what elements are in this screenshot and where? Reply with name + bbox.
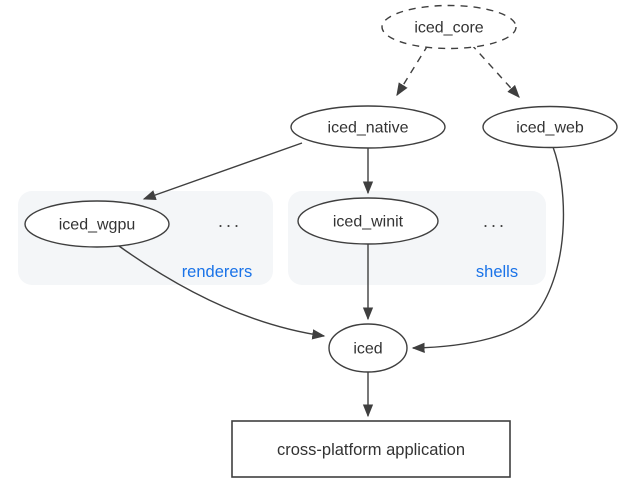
edge-iced_core-iced_web (470, 43, 520, 98)
node-iced-core (381, 4, 517, 50)
edge-iced_wgpu-iced (118, 245, 326, 340)
node-application-box (231, 420, 511, 478)
node-iced (328, 323, 408, 373)
renderers-ellipsis: ... (218, 211, 242, 231)
group-shells-label: shells (476, 263, 518, 281)
edge-iced_native-iced_wgpu (142, 142, 303, 200)
node-iced-label: iced (353, 341, 382, 358)
node-iced-native-label: iced_native (328, 120, 409, 137)
edge-iced_web-iced (411, 146, 565, 353)
node-iced-wgpu-label: iced_wgpu (59, 217, 136, 234)
node-iced-web (482, 105, 618, 149)
node-iced-web-label: iced_web (516, 120, 584, 137)
group-renderers-label: renderers (182, 263, 253, 281)
node-iced-core-label: iced_core (414, 20, 483, 37)
node-iced-wgpu (24, 200, 170, 248)
node-iced-winit-label: iced_winit (333, 214, 404, 231)
node-application-label: cross-platform application (277, 441, 465, 459)
node-iced-native (290, 105, 446, 149)
shells-ellipsis: ... (483, 211, 507, 231)
edge-iced_core-iced_native (396, 44, 429, 97)
node-iced-winit (297, 197, 439, 245)
